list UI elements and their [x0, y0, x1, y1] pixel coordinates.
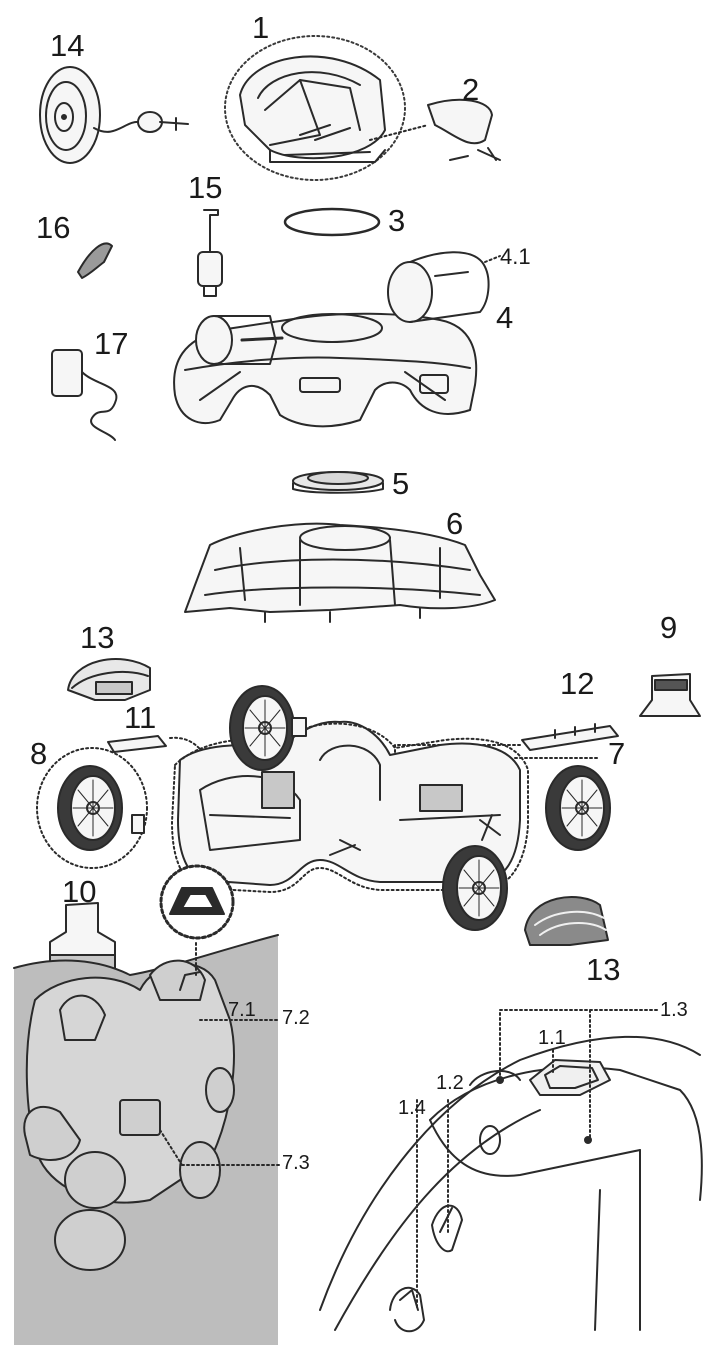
inset-handle-detail [319, 1009, 703, 1333]
label-part-14: 14 [50, 28, 85, 63]
label-part-9: 9 [660, 610, 678, 645]
label-part-1-1: 1.1 [538, 1027, 566, 1049]
label-part-7-1: 7.1 [228, 999, 256, 1021]
label-part-15: 15 [188, 170, 223, 205]
label-part-1-3: 1.3 [660, 999, 688, 1021]
label-part-11: 11 [124, 700, 157, 735]
label-part-1: 1 [252, 10, 270, 45]
label-part-12: 12 [560, 666, 595, 701]
label-part-6: 6 [446, 506, 464, 541]
label-part-8: 8 [30, 736, 48, 771]
latch-part [369, 98, 501, 161]
right-roller-housing [387, 251, 501, 323]
label-part-10: 10 [62, 874, 97, 909]
wheel-left-assembly [36, 747, 148, 869]
wheel-right-bottom [442, 845, 508, 931]
label-part-4: 4 [496, 300, 514, 335]
label-part-4-1: 4.1 [500, 244, 531, 269]
handle-clip-icon [77, 242, 113, 279]
left-roller-housing [195, 315, 284, 365]
label-part-1-2: 1.2 [436, 1072, 464, 1094]
label-part-7-2: 7.2 [282, 1007, 310, 1029]
label-part-7: 7 [608, 736, 626, 771]
float-switch-icon [197, 209, 223, 297]
wheel-top [229, 685, 307, 771]
label-part-2: 2 [462, 72, 480, 107]
inset-water-scene [13, 934, 281, 1345]
filter-basket [184, 522, 496, 623]
o-ring [283, 207, 381, 237]
label-part-16: 16 [36, 210, 71, 245]
wheel-right-top [545, 765, 611, 851]
side-cap-left [67, 658, 151, 701]
label-part-1-4: 1.4 [398, 1097, 426, 1119]
label-part-7-3: 7.3 [282, 1152, 310, 1174]
top-cover [173, 312, 478, 428]
side-cap-right [524, 896, 609, 946]
label-part-13-bottom: 13 [586, 952, 621, 987]
remote-caddy-icon [39, 66, 189, 164]
top-handle-assembly [224, 35, 406, 181]
label-part-17: 17 [94, 326, 129, 361]
label-part-5: 5 [392, 466, 410, 501]
scraper-blade-front [639, 673, 701, 717]
label-part-3: 3 [388, 203, 406, 238]
label-part-13-top: 13 [80, 620, 115, 655]
filter-disc [292, 471, 384, 494]
vent-detail-callout [159, 864, 235, 940]
power-adapter-icon [51, 349, 118, 441]
